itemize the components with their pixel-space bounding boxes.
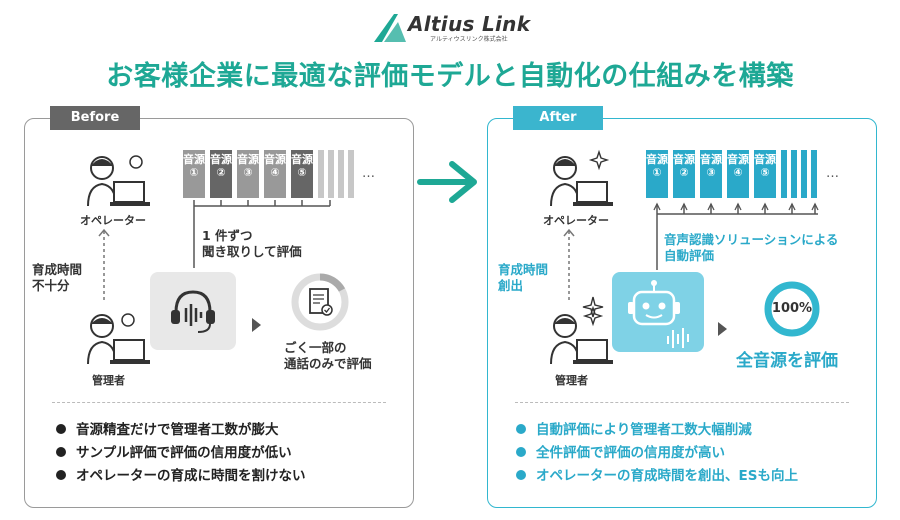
audio-source-4: 音源④ bbox=[727, 150, 749, 198]
headset-icon bbox=[171, 290, 215, 333]
bracket-connector bbox=[193, 200, 331, 268]
operator-icon bbox=[87, 155, 150, 207]
brand-name: Altius Link bbox=[408, 12, 531, 36]
result-note-line2: 通話のみで評価 bbox=[284, 356, 372, 371]
operator-label: オペレーター bbox=[543, 214, 609, 227]
audio-source-5: 音源⑤ bbox=[291, 150, 313, 198]
audio-source-1: 音源① bbox=[646, 150, 668, 198]
list-item: 全件評価で評価の信用度が高い bbox=[516, 443, 725, 463]
manager-icon bbox=[87, 313, 150, 365]
after-panel bbox=[487, 118, 877, 508]
before-panel bbox=[24, 118, 414, 508]
bullet-text: 自動評価により管理者工数大幅削減 bbox=[536, 422, 752, 438]
audio-stripe bbox=[781, 150, 787, 198]
audio-stripe bbox=[328, 150, 334, 198]
arrow-right-icon bbox=[417, 161, 477, 203]
operator-icon bbox=[550, 149, 613, 207]
bullet-icon bbox=[56, 424, 66, 434]
brand-sub: アルティウスリンク株式会社 bbox=[430, 36, 508, 43]
after-tag: After bbox=[513, 106, 603, 130]
audio-source-4: 音源④ bbox=[264, 150, 286, 198]
document-check-icon bbox=[291, 273, 349, 331]
audio-source-2: 音源② bbox=[673, 150, 695, 198]
robot-icon bbox=[628, 280, 689, 348]
list-item: 音源精査だけで管理者工数が膨大 bbox=[56, 420, 279, 440]
list-item: オペレーターの育成に時間を割けない bbox=[56, 466, 306, 486]
result-note: 全音源を評価 bbox=[736, 351, 838, 371]
full-ring-icon bbox=[764, 281, 820, 337]
page-title: お客様企業に最適な評価モデルと自動化の仕組みを構築 bbox=[106, 61, 794, 92]
bullet-text: 音源精査だけで管理者工数が膨大 bbox=[76, 422, 279, 438]
audio-source-3: 音源③ bbox=[700, 150, 722, 198]
result-note-line1: ごく一部の bbox=[284, 340, 347, 355]
audio-stripe bbox=[338, 150, 344, 198]
bullet-icon bbox=[516, 447, 526, 457]
triangle-right-icon bbox=[252, 318, 261, 332]
audio-source-3: 音源③ bbox=[237, 150, 259, 198]
bullet-text: オペレーターの育成時間を創出、ESも向上 bbox=[536, 468, 798, 484]
audio-source-5: 音源⑤ bbox=[754, 150, 776, 198]
list-item: 自動評価により管理者工数大幅削減 bbox=[516, 420, 752, 440]
altius-link-logo-icon bbox=[374, 14, 406, 42]
list-item: オペレーターの育成時間を創出、ESも向上 bbox=[516, 466, 798, 486]
bullet-icon bbox=[56, 470, 66, 480]
time-note-line1: 育成時間 bbox=[32, 262, 83, 277]
time-note-line2: 不十分 bbox=[32, 278, 70, 293]
ellipsis: … bbox=[362, 166, 375, 181]
list-item: サンプル評価で評価の信用度が低い bbox=[56, 443, 292, 463]
audio-source-2: 音源② bbox=[210, 150, 232, 198]
audio-stripe bbox=[348, 150, 354, 198]
audio-source-1: 音源① bbox=[183, 150, 205, 198]
separator bbox=[52, 402, 386, 403]
bullet-icon bbox=[516, 470, 526, 480]
headset-box bbox=[150, 272, 236, 350]
time-note-line2: 創出 bbox=[498, 278, 524, 293]
audio-stripe bbox=[318, 150, 324, 198]
manager-label: 管理者 bbox=[92, 374, 125, 387]
bullet-icon bbox=[56, 447, 66, 457]
operator-label: オペレーター bbox=[80, 214, 146, 227]
listen-note-line1: 1 件ずつ bbox=[202, 228, 253, 243]
listen-note-line2: 聞き取りして評価 bbox=[202, 244, 302, 259]
ellipsis: … bbox=[826, 166, 839, 181]
triangle-right-icon bbox=[718, 322, 727, 336]
percent-label: 100% bbox=[771, 301, 813, 316]
bullet-text: オペレーターの育成に時間を割けない bbox=[76, 468, 306, 484]
audio-stripe bbox=[791, 150, 797, 198]
sparkle-icon bbox=[582, 296, 604, 318]
ai-note-line1: 音声認識ソリューションによる bbox=[664, 232, 839, 247]
audio-stripe bbox=[801, 150, 807, 198]
bracket-connector bbox=[653, 202, 819, 270]
separator bbox=[515, 402, 849, 403]
before-tag: Before bbox=[50, 106, 140, 130]
manager-label: 管理者 bbox=[555, 374, 588, 387]
time-note-line1: 育成時間 bbox=[498, 262, 549, 277]
dashed-up-arrow-icon bbox=[98, 228, 110, 302]
dashed-up-arrow-icon bbox=[563, 228, 575, 302]
manager-icon bbox=[550, 306, 613, 365]
bullet-text: サンプル評価で評価の信用度が低い bbox=[76, 445, 292, 461]
ai-note-line2: 自動評価 bbox=[664, 248, 715, 263]
audio-stripe bbox=[811, 150, 817, 198]
bullet-icon bbox=[516, 424, 526, 434]
bullet-text: 全件評価で評価の信用度が高い bbox=[536, 445, 725, 461]
